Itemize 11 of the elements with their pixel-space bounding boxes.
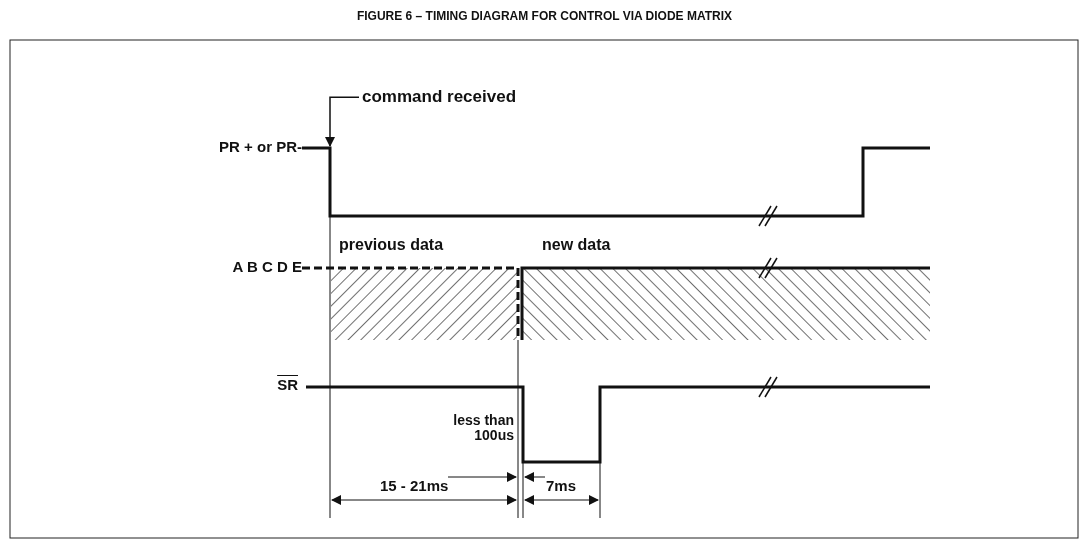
figure-title: FIGURE 6 – TIMING DIAGRAM FOR CONTROL VIA DIODE MATRIX: [355, 10, 734, 24]
waveform-drawing: [302, 146, 930, 227]
signal-label: SR: [277, 377, 298, 394]
dimension-label: 15 - 21ms: [380, 478, 449, 495]
signal-label: PR + or PR-: [219, 139, 302, 156]
annotation-text: command received: [362, 88, 516, 107]
annotation-text: new data: [542, 236, 611, 254]
leader-line: [325, 96, 360, 147]
dimension-label: 7ms: [546, 478, 577, 495]
annotation-text: less than 100us: [452, 413, 514, 444]
signal-label: A B C D E: [232, 259, 302, 276]
